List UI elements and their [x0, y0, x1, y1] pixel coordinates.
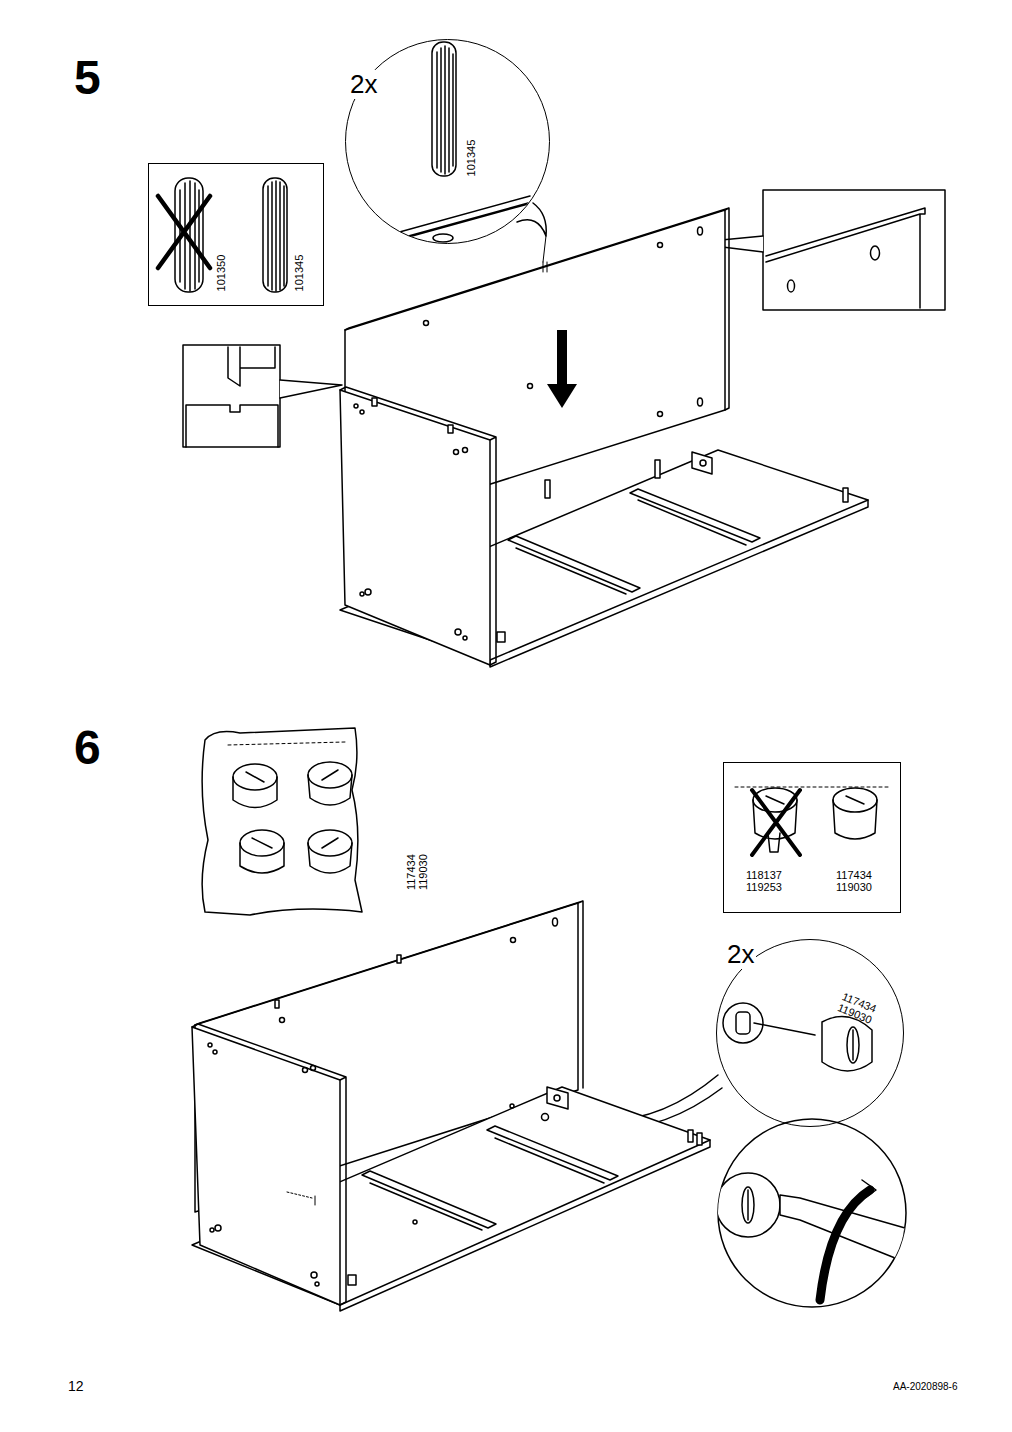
part-number: 117434 119030	[405, 847, 429, 897]
cabinet-step5	[340, 208, 868, 667]
quantity-label: 2x	[348, 70, 379, 99]
part-number: 101345	[465, 128, 477, 188]
comparison-box: 101350 101345	[148, 163, 324, 306]
down-arrow	[557, 330, 567, 386]
step-number: 5	[74, 52, 101, 105]
part-number: 101345	[293, 243, 305, 303]
dowel-detail	[340, 42, 560, 300]
quantity-label: 2x	[725, 940, 756, 969]
magnifier-circle: 2x 101345	[345, 39, 550, 244]
step-number: 6	[74, 722, 101, 775]
part-number: 117434 119030	[828, 869, 880, 893]
part-number: 117434 119030	[828, 987, 885, 1029]
comparison-box: 118137 119253 117434 119030	[723, 762, 901, 913]
page-number: 12	[68, 1379, 84, 1394]
cam-comparison	[752, 788, 877, 855]
part-number: 118137 119253	[738, 869, 790, 893]
part-number: 101350	[215, 243, 227, 303]
document-code: AA-2020898-6	[893, 1381, 958, 1392]
parts-bag	[202, 728, 362, 915]
groove-detail	[186, 347, 278, 447]
cam-lock	[233, 762, 352, 873]
magnifier-circle: 2x 117434 119030	[716, 939, 904, 1127]
detail-inset	[763, 190, 945, 310]
detail-inset	[183, 345, 280, 447]
panel-edge	[766, 208, 925, 308]
cabinet-step6	[192, 901, 710, 1311]
